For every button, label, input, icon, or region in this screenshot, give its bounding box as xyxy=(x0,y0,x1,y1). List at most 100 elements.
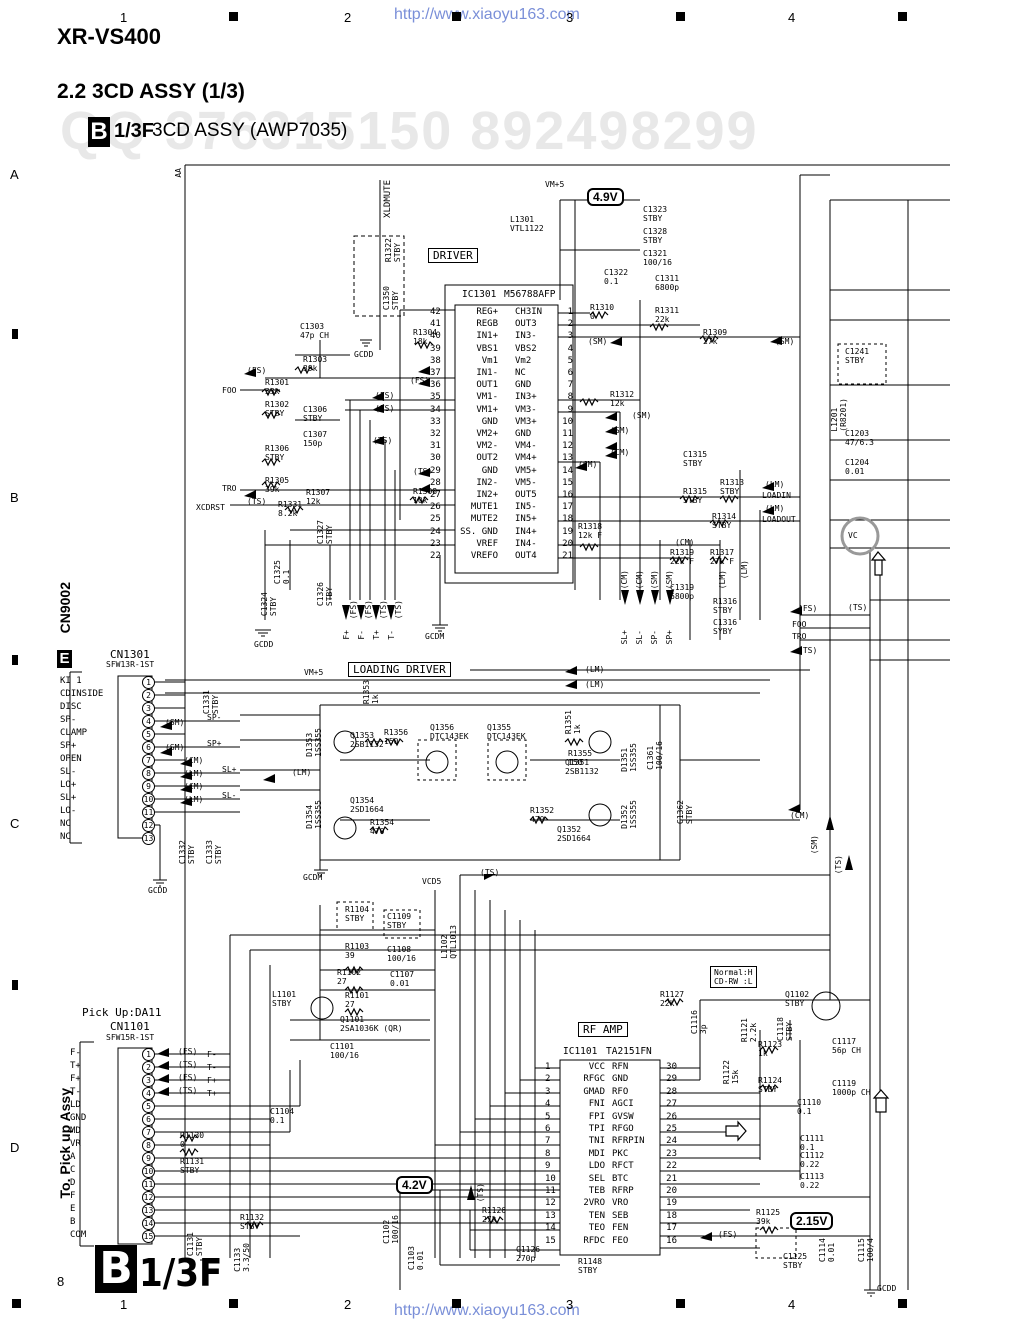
pin-number: 25 xyxy=(430,514,441,525)
grid-row-c: C xyxy=(10,816,20,831)
pin-number: 2 xyxy=(142,689,155,702)
component-ref: R1303 xyxy=(303,355,328,364)
pin-name: GND xyxy=(515,380,532,391)
net-gcdm-2: GCDM xyxy=(303,873,323,882)
component-ref: R1130 xyxy=(180,1131,205,1140)
component-ref: C1326 xyxy=(316,582,325,607)
component-value: STBY xyxy=(303,414,323,423)
component-ref: R1319 xyxy=(670,548,695,557)
pin-name: VM5- xyxy=(515,477,537,488)
component-ref: R1312 xyxy=(610,390,635,399)
tag-cm: (CM) xyxy=(675,538,695,547)
section-title: 2.2 3CD ASSY (1/3) xyxy=(57,80,245,103)
component-ref: C1322 xyxy=(604,268,629,277)
pin-number: 9 xyxy=(545,1161,551,1172)
pin-number: 41 xyxy=(430,319,441,330)
component-ref: C1328 xyxy=(643,227,668,236)
net-gcdd-1: GCDD xyxy=(354,350,374,359)
component-ref: Q1354 xyxy=(350,796,375,805)
pin-number: 4 xyxy=(567,343,573,354)
pin-name: IN3+ xyxy=(515,392,537,403)
pin-name: T- xyxy=(70,1087,81,1097)
pin-name: RFRP xyxy=(612,1186,634,1196)
pin-number: 2 xyxy=(142,1061,155,1074)
component-value: STBY xyxy=(845,356,865,365)
component-value: SYBY xyxy=(713,627,733,636)
component-value: QTL1013 xyxy=(449,925,458,959)
component-ref: R1315 xyxy=(683,487,708,496)
pin-number: 15 xyxy=(142,1230,155,1243)
component-value: STBY xyxy=(187,844,196,865)
pin-name: VM3- xyxy=(515,404,537,415)
vtag-ts: (TS) xyxy=(394,600,403,620)
tag-fs: (FS) xyxy=(718,1230,738,1239)
pin-number: 11 xyxy=(142,806,155,819)
pin-number: 3 xyxy=(142,1074,155,1087)
component-value: 1k xyxy=(573,724,582,735)
component-ref: R1123 xyxy=(758,1040,783,1049)
grid-row-d: D xyxy=(10,1140,20,1155)
pin-number: 15 xyxy=(562,477,573,488)
net-vcd5: VCD5 xyxy=(422,877,442,886)
watermark-url-top[interactable]: http://www.xiaoyu163.com xyxy=(394,6,580,23)
pin-number: 6 xyxy=(142,741,155,754)
pin-number: 5 xyxy=(567,355,573,366)
pin-number: 24 xyxy=(666,1136,677,1147)
tag-sm: (SM) xyxy=(610,426,630,435)
component-value: STBY xyxy=(393,242,402,263)
pin-name: GND xyxy=(70,1113,87,1123)
component-ref: C1110 xyxy=(797,1098,822,1107)
grid-mark xyxy=(676,1299,685,1308)
component-value: STBY xyxy=(720,487,740,496)
component-ref: C1331 xyxy=(202,690,211,715)
watermark-url-bottom[interactable]: http://www.xiaoyu163.com xyxy=(394,1302,580,1319)
component-value: STBY xyxy=(685,804,694,825)
pin-number: 19 xyxy=(666,1198,677,1209)
pin-number: 13 xyxy=(545,1210,556,1221)
component-value: 0.22 xyxy=(800,1181,820,1190)
pin-number: 17 xyxy=(666,1223,677,1234)
voltage-tag-4-9v: 4.9V xyxy=(587,188,624,206)
component-ref: C1324 xyxy=(260,592,269,617)
page-number: 8 xyxy=(57,1274,65,1289)
tag-sm: (SM) xyxy=(775,337,795,346)
component-value: 33k xyxy=(265,387,280,396)
component-ref: R1101 xyxy=(345,991,370,1000)
component-ref: C1102 xyxy=(382,1219,391,1244)
pin-name: SL+ xyxy=(60,793,77,803)
pin-name: MUTE1 xyxy=(470,502,498,513)
pin-name: GND xyxy=(481,465,498,476)
ic1301-right-pin-3: IN3-3 xyxy=(515,331,573,341)
component-value: 150 xyxy=(384,737,399,746)
pin-name: RFGC xyxy=(583,1074,605,1085)
component-value: 1SS355 xyxy=(314,800,323,829)
pin-number: 1 xyxy=(567,307,573,317)
component-ref: D1353 xyxy=(305,732,314,757)
component-ref: C1109 xyxy=(387,912,412,921)
